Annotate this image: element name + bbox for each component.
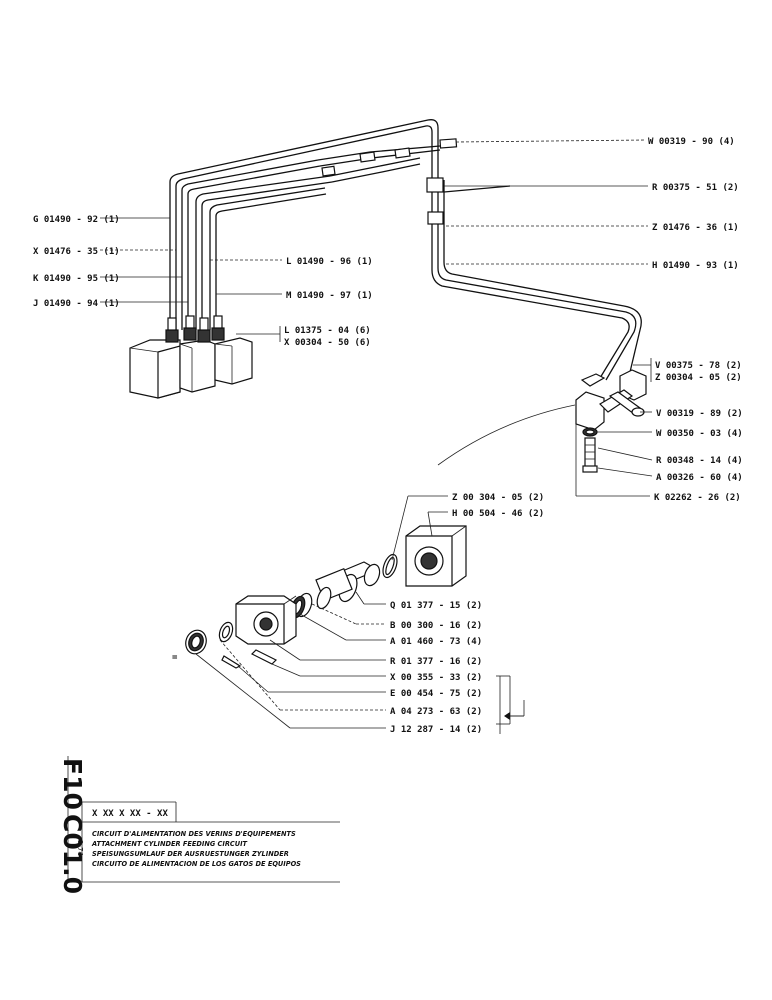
label-r01377: R 01 377 - 16 (2) bbox=[390, 657, 482, 667]
label-j12287: J 12 287 - 14 (2) bbox=[390, 725, 482, 735]
label-l01375: L 01375 - 04 (6) bbox=[284, 326, 371, 336]
label-j01490: J 01490 - 94 (1) bbox=[33, 299, 120, 309]
label-k01490: K 01490 - 95 (1) bbox=[33, 274, 120, 284]
label-v00319: V 00319 - 89 (2) bbox=[656, 409, 743, 419]
label-e00454: E 00 454 - 75 (2) bbox=[390, 689, 482, 699]
label-q01377: Q 01 377 - 15 (2) bbox=[390, 601, 482, 611]
leader-lines-bottom bbox=[195, 495, 525, 734]
doc-code: X XX X XX - XX bbox=[92, 809, 168, 819]
label-g01490: G 01490 - 92 (1) bbox=[33, 215, 120, 225]
label-z01476: Z 01476 - 36 (1) bbox=[652, 223, 739, 233]
label-h00504: H 00 504 - 46 (2) bbox=[452, 509, 544, 519]
leader-lines-top bbox=[100, 139, 653, 497]
label-h01490: H 01490 - 93 (1) bbox=[652, 261, 739, 271]
label-k02262: K 02262 - 26 (2) bbox=[654, 493, 741, 503]
title-spanish: CIRCUITO DE ALIMENTACION DE LOS GATOS DE… bbox=[92, 860, 301, 868]
label-b00300: B 00 300 - 16 (2) bbox=[390, 621, 482, 631]
label-z00304-detail: Z 00 304 - 05 (2) bbox=[452, 493, 544, 503]
small-mark: = bbox=[172, 653, 178, 663]
label-a00326: A 00326 - 60 (4) bbox=[656, 473, 743, 483]
label-w00319: W 00319 - 90 (4) bbox=[648, 137, 735, 147]
exploded-detail: = bbox=[172, 525, 467, 669]
doc-date: 2-74 bbox=[76, 840, 84, 856]
label-v00375: V 00375 - 78 (2) bbox=[655, 361, 742, 371]
title-french: CIRCUIT D'ALIMENTATION DES VERINS D'EQUI… bbox=[92, 830, 296, 838]
label-r00348: R 00348 - 14 (4) bbox=[656, 456, 743, 466]
title-block: F10 C01.0 2-74 X XX X XX - XX CIRCUIT D'… bbox=[58, 756, 340, 894]
label-x01476: X 01476 - 35 (1) bbox=[33, 247, 120, 257]
title-german: SPEISUNGSUMLAUF DER AUSRUESTUNGER ZYLIND… bbox=[92, 850, 289, 858]
valve-block-bank bbox=[129, 315, 253, 399]
part-labels: W 00319 - 90 (4) R 00375 - 51 (2) Z 0147… bbox=[33, 137, 743, 735]
label-l01490: L 01490 - 96 (1) bbox=[286, 257, 373, 267]
hydraulic-pipe-assembly bbox=[129, 119, 647, 473]
label-w00350: W 00350 - 03 (4) bbox=[656, 429, 743, 439]
label-z00304-top: Z 00304 - 05 (2) bbox=[655, 373, 742, 383]
label-a04273: A 04 273 - 63 (2) bbox=[390, 707, 482, 717]
title-english: ATTACHMENT CYLINDER FEEDING CIRCUIT bbox=[91, 840, 248, 848]
label-x00304: X 00304 - 50 (6) bbox=[284, 338, 371, 348]
label-r00375: R 00375 - 51 (2) bbox=[652, 183, 739, 193]
label-m01490: M 01490 - 97 (1) bbox=[286, 291, 373, 301]
doc-ref-c01: C01.0 bbox=[58, 814, 87, 894]
label-a01460: A 01 460 - 73 (4) bbox=[390, 637, 482, 647]
doc-ref-f10: F10 bbox=[58, 758, 87, 810]
valve-assembly-right bbox=[575, 369, 647, 473]
label-x00355: X 00 355 - 33 (2) bbox=[390, 673, 482, 683]
